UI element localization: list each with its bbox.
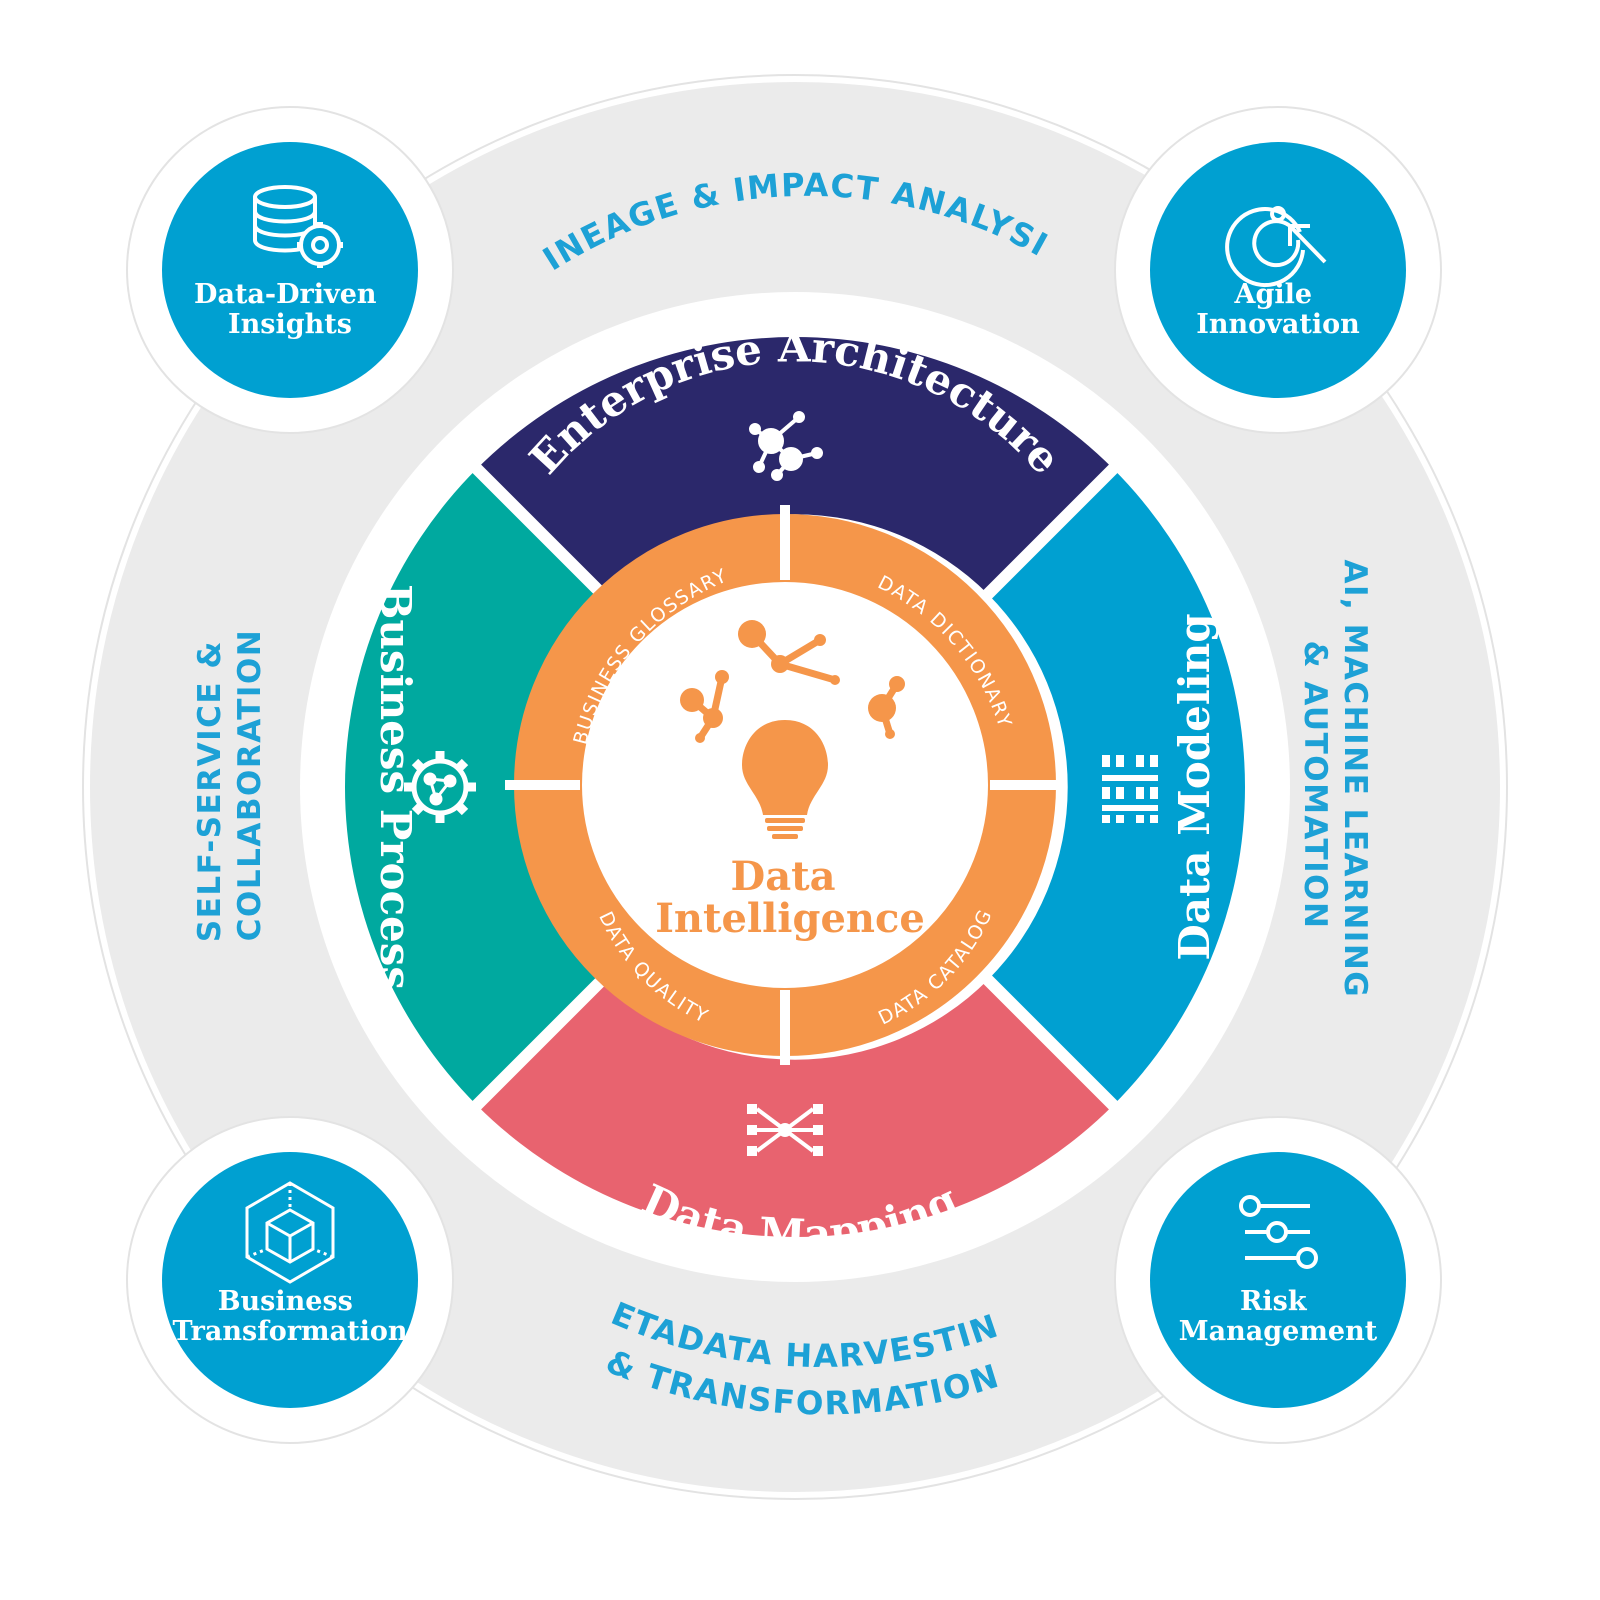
svg-text:Agile Innovation: Agile Innovation	[1196, 279, 1360, 340]
segment-label-data-modeling: Data Modeling	[1170, 613, 1219, 960]
outer-ring-border	[82, 74, 1508, 1500]
corner-label-line-1: Risk	[1240, 1286, 1308, 1317]
outer-ring	[90, 82, 1500, 1492]
corner-label-line-1: Business	[218, 1286, 353, 1317]
svg-text:Risk Management: Risk Management	[1179, 1286, 1378, 1347]
svg-text:Data-Driven Insights: Data-Driven Insights	[194, 279, 386, 340]
data-model-grid-icon	[1102, 755, 1158, 823]
corner-business-transformation[interactable]: Business Transformation	[126, 1116, 454, 1444]
corner-label-line-1: Data-Driven	[194, 279, 377, 310]
cube-icon	[245, 1181, 335, 1284]
svg-text:Business Transformation: Business Transformation	[173, 1286, 408, 1347]
ring-label-left-2: COLLABORATION	[232, 629, 268, 942]
corner-label-line-2: Transformation	[173, 1316, 408, 1347]
lightbulb-molecules-icon	[680, 620, 905, 839]
corner-data-driven-insights[interactable]: Data-Driven Insights	[126, 106, 454, 434]
corner-risk-management[interactable]: Risk Management	[1114, 1116, 1442, 1444]
center-title-line-1: Data	[731, 853, 836, 900]
svg-text:AI, MACHINE LEARNING & AUT: AI, MACHINE LEARNING & AUTOMATION	[1297, 559, 1373, 1010]
ring-label-right-1: AI, MACHINE LEARNING	[1337, 559, 1373, 998]
database-gear-icon	[253, 185, 343, 268]
ring-label-right-2: & AUTOMATION	[1297, 641, 1333, 930]
network-nodes-icon	[749, 411, 823, 481]
segment-data-modeling[interactable]	[987, 468, 1246, 1106]
corner-agile-innovation[interactable]: Agile Innovation	[1114, 106, 1442, 434]
gear-network-icon	[404, 751, 476, 823]
mapping-icon	[747, 1104, 823, 1156]
center-title-line-2: Intelligence	[655, 895, 925, 942]
corner-label-line-2: Innovation	[1196, 309, 1360, 340]
svg-text:SELF-SERVICE & COLLABORATI: SELF-SERVICE & COLLABORATION	[192, 628, 268, 942]
corner-label-line-1: Agile	[1234, 279, 1313, 310]
target-cursor-icon	[1225, 206, 1327, 288]
ring-label-left-1: SELF-SERVICE &	[192, 640, 228, 942]
corner-label-line-2: Management	[1179, 1316, 1378, 1347]
sliders-icon	[1239, 1195, 1318, 1269]
svg-text:Data Intelligence: Data Intelligence	[655, 853, 925, 942]
corner-label-line-2: Insights	[228, 309, 352, 340]
segment-data-mapping[interactable]	[476, 979, 1114, 1238]
